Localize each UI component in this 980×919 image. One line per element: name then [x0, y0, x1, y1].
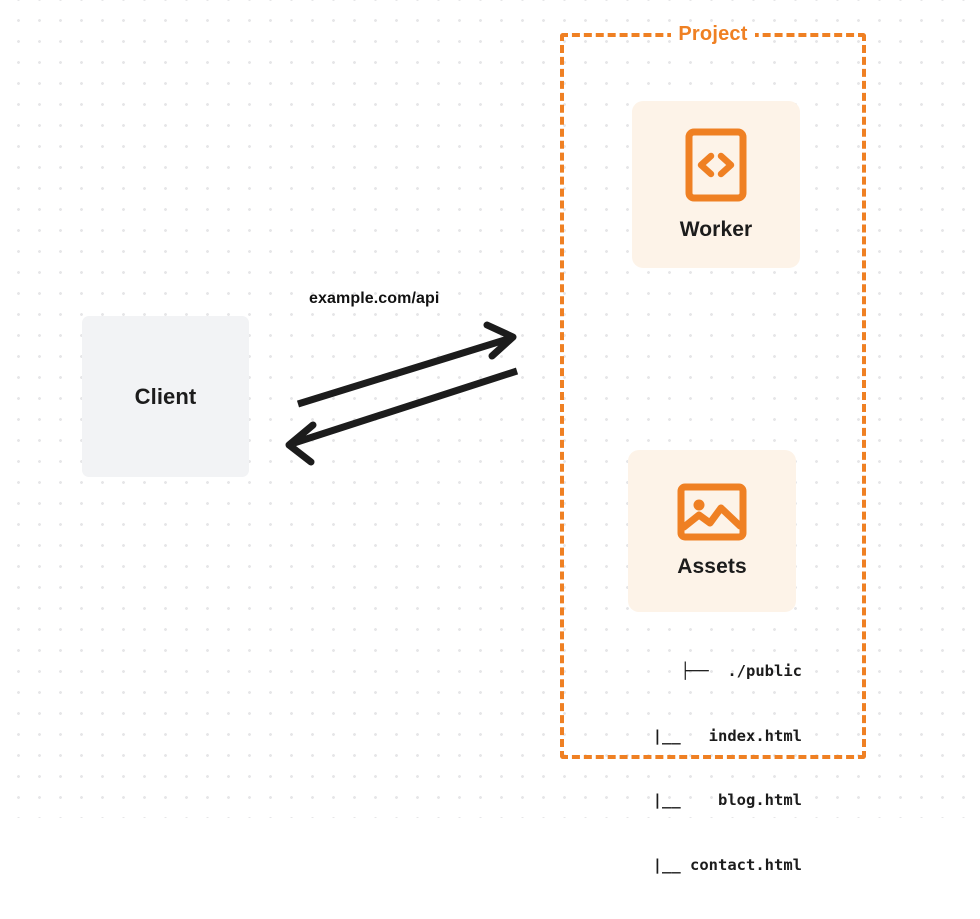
image-icon — [677, 483, 747, 541]
worker-node[interactable]: Worker — [632, 101, 800, 268]
response-arrow-line — [292, 367, 519, 447]
file-tree-row: ├── ./public — [680, 662, 802, 680]
diagram-canvas: Client example.com/api Project Worker — [0, 0, 980, 874]
code-brackets-icon — [685, 128, 747, 202]
response-arrow-head — [285, 421, 317, 466]
worker-label: Worker — [679, 217, 753, 241]
client-label: Client — [134, 383, 197, 409]
request-arrow-line — [296, 335, 510, 408]
assets-node[interactable]: Assets — [628, 450, 796, 612]
assets-file-tree: ├── ./public |__ index.html |__ blog.htm… — [604, 618, 802, 919]
file-tree-row: |__ index.html — [652, 726, 802, 745]
connection-label: example.com/api — [309, 290, 440, 307]
file-tree-row: |__ contact.html — [652, 855, 802, 874]
assets-label: Assets — [677, 555, 747, 578]
project-title-text: Project — [671, 23, 755, 45]
client-node[interactable]: Client — [82, 316, 249, 477]
file-tree-row: |__ blog.html — [652, 791, 802, 809]
project-title: Project — [564, 23, 862, 46]
request-arrow-head — [483, 321, 517, 360]
